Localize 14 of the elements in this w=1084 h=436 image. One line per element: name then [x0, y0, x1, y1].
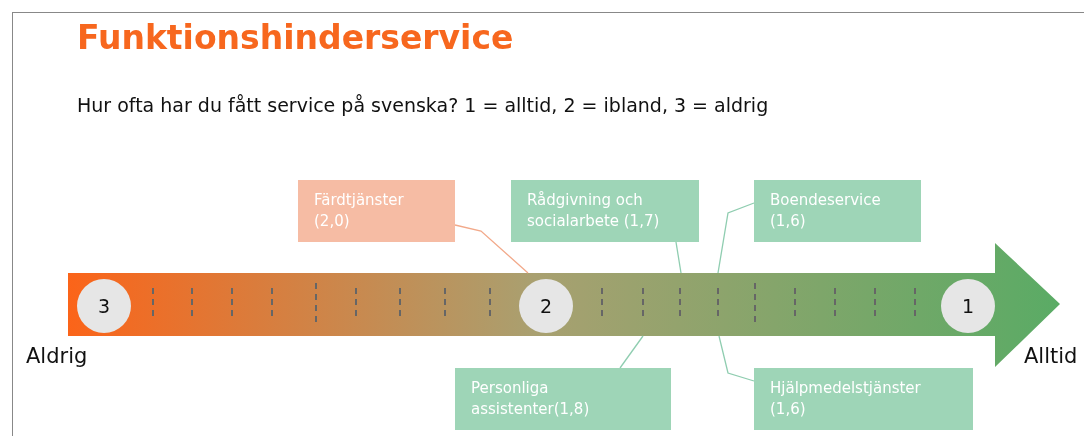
- leader-line: [675, 241, 682, 274]
- callout-box: Personliga assistenter(1,8): [455, 368, 671, 430]
- leader-line: [454, 224, 529, 274]
- callout-box: Rådgivning och socialarbete (1,7): [511, 180, 699, 242]
- callout-box: Hjälpmedelstjänster (1,6): [754, 368, 973, 430]
- leader-line: [718, 335, 755, 382]
- callout-box: Boendeservice (1,6): [754, 180, 921, 242]
- question-text: Hur ofta har du fått service på svenska? 1 = alltid, 2 = ibland, 3 = aldrig: [77, 94, 769, 116]
- leader-line: [717, 202, 755, 274]
- callout-box: Färdtjänster (2,0): [298, 180, 455, 242]
- scale-end-label: Alltid: [1024, 344, 1078, 368]
- leader-line: [619, 335, 644, 369]
- scale-end-label: Aldrig: [26, 344, 88, 368]
- title: Funktionshinderservice: [77, 18, 514, 57]
